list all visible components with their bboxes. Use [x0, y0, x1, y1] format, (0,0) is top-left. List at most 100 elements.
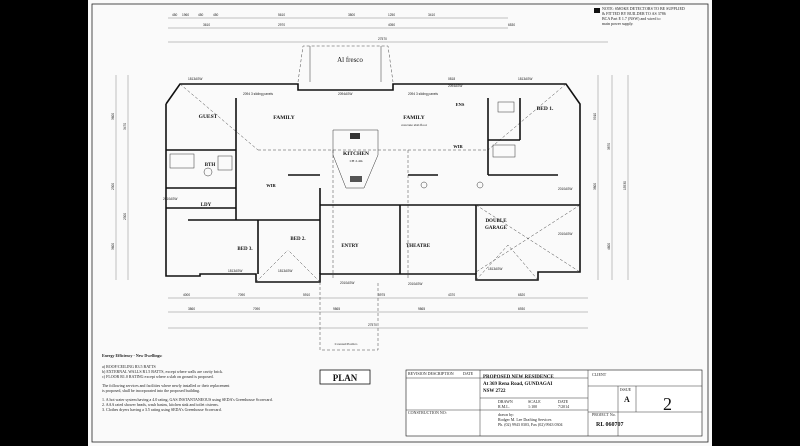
svg-text:15530: 15530: [623, 181, 627, 190]
svg-text:27570: 27570: [368, 323, 377, 327]
svg-text:3410: 3410: [428, 13, 435, 17]
svg-text:SCALE: SCALE: [528, 399, 541, 404]
svg-text:2010ASW: 2010ASW: [558, 232, 572, 236]
svg-text:7/2014: 7/2014: [558, 404, 569, 409]
svg-text:450: 450: [198, 13, 204, 17]
svg-text:1. A hot water system having a: 1. A hot water system having a 4.0 ratin…: [102, 397, 273, 403]
svg-text:The following services and fac: The following services and facilities wh…: [102, 383, 230, 388]
floor-plan-drawing: NOTE: SMOKE DETECTORS TO BE SUPPLIED & F…: [91, 3, 709, 443]
room-kitchen: KITCHEN: [343, 151, 369, 157]
svg-text:is proposed, shall be incorpor: is proposed, shall be incorporated into …: [102, 388, 200, 394]
room-ldy: LDY: [201, 203, 212, 208]
plan-label-box: PLAN: [319, 369, 371, 385]
svg-text:At 369 Rena Road, GUNDAGAI: At 369 Rena Road, GUNDAGAI: [483, 382, 552, 387]
svg-text:3470: 3470: [123, 123, 127, 130]
svg-text:1813ASW: 1813ASW: [518, 77, 532, 81]
svg-text:1813ASW: 1813ASW: [188, 77, 202, 81]
svg-text:3600: 3600: [111, 113, 115, 120]
bath-fixtures: [169, 101, 516, 189]
drawing-sheet: NOTE: SMOKE DETECTORS TO BE SUPPLIED & F…: [88, 0, 712, 446]
house-outline: [165, 83, 581, 283]
svg-text:main power supply.: main power supply.: [602, 21, 633, 26]
top-dimensions: 450 1960 450 450 5610 3800 1250 3410 361…: [168, 13, 608, 43]
svg-text:5910: 5910: [593, 113, 597, 120]
svg-text:concrete slab floor: concrete slab floor: [401, 123, 428, 127]
room-labels: GUEST FAMILY FAMILY concrete slab floor …: [199, 102, 554, 346]
svg-text:3610: 3610: [203, 23, 210, 27]
svg-text:0818: 0818: [448, 77, 455, 81]
svg-text:3870: 3870: [607, 143, 611, 150]
svg-text:PLAN: PLAN: [333, 373, 358, 383]
svg-text:a) ROOF/CEILING R3.5 BATTS: a) ROOF/CEILING R3.5 BATTS: [102, 364, 156, 369]
svg-text:27570: 27570: [378, 37, 387, 41]
svg-text:9865: 9865: [333, 307, 340, 311]
svg-text:9865: 9865: [418, 307, 425, 311]
svg-text:NSW 2722: NSW 2722: [483, 389, 506, 394]
svg-text:2094ASW: 2094ASW: [448, 84, 462, 88]
svg-text:BCA Part E 1.7 (NSW) and wired: BCA Part E 1.7 (NSW) and wired to: [602, 16, 660, 21]
svg-text:2094ASW: 2094ASW: [338, 92, 352, 96]
svg-text:6530: 6530: [508, 23, 515, 27]
svg-text:5610: 5610: [278, 13, 285, 17]
smoke-detector-note: NOTE: SMOKE DETECTORS TO BE SUPPLIED & F…: [594, 6, 685, 26]
alfresco-area: Al fresco: [297, 45, 394, 83]
svg-text:2300: 2300: [123, 213, 127, 220]
left-dimensions: 3600 3470 2300 2300 3600: [111, 75, 129, 280]
svg-text:RL 060707: RL 060707: [596, 422, 624, 428]
svg-text:Ph. (02) 9943 0303, Fax (02) 9: Ph. (02) 9943 0303, Fax (02) 9943 0304: [498, 422, 563, 428]
svg-text:DATE: DATE: [463, 371, 474, 376]
svg-text:2010ASW: 2010ASW: [163, 197, 177, 201]
svg-text:PROPOSED NEW RESIDENCE: PROPOSED NEW RESIDENCE: [483, 375, 554, 380]
svg-text:7090: 7090: [253, 307, 260, 311]
svg-text:2094 3 sliding panels: 2094 3 sliding panels: [408, 92, 438, 96]
svg-text:3800: 3800: [593, 183, 597, 190]
svg-text:R.M.L.: R.M.L.: [498, 404, 510, 409]
svg-text:3600: 3600: [111, 243, 115, 250]
svg-text:450: 450: [213, 13, 219, 17]
svg-text:5910: 5910: [303, 293, 310, 297]
svg-text:drawn by:: drawn by:: [498, 412, 514, 417]
svg-text:1960: 1960: [182, 13, 189, 17]
svg-text:PROJECT No.: PROJECT No.: [592, 412, 616, 417]
title-block: REVISION DESCRIPTION DATE CLIENT PROPOSE…: [405, 369, 703, 437]
svg-text:2300: 2300: [111, 183, 115, 190]
room-family-1: FAMILY: [273, 115, 294, 121]
svg-text:1813ASW: 1813ASW: [278, 269, 292, 273]
svg-text:CH 2.4m: CH 2.4m: [350, 159, 363, 163]
room-bed-3: BED 3.: [237, 247, 253, 252]
room-ens: ENS: [456, 102, 465, 107]
svg-text:Rodger M. Lee Drafting Service: Rodger M. Lee Drafting Services: [498, 417, 552, 422]
right-dimensions: 5910 3800 3870 4600 15530: [593, 75, 629, 280]
svg-text:NOTE: SMOKE DETECTORS TO BE SU: NOTE: SMOKE DETECTORS TO BE SUPPLIED: [602, 6, 685, 11]
garage-structure: [475, 204, 581, 273]
svg-text:450: 450: [172, 13, 178, 17]
room-wir-2: WIR: [453, 144, 463, 149]
svg-text:CLIENT: CLIENT: [592, 372, 607, 377]
svg-text:2970: 2970: [278, 23, 285, 27]
svg-text:7090: 7090: [238, 293, 245, 297]
svg-text:CONSTRUCTION NO:: CONSTRUCTION NO:: [408, 410, 447, 415]
svg-text:3. Clothes dryers having a 3.5: 3. Clothes dryers having a 3.5 rating us…: [102, 407, 222, 412]
svg-text:6930: 6930: [518, 307, 525, 311]
room-bed-2: BED 2.: [290, 237, 306, 242]
room-guest: GUEST: [199, 114, 218, 120]
svg-text:1813ASW: 1813ASW: [228, 269, 242, 273]
svg-text:1813ASW: 1813ASW: [488, 267, 502, 271]
svg-text:2. AAA rated shower heads, was: 2. AAA rated shower heads, wash basins, …: [102, 402, 219, 408]
svg-text:3800: 3800: [348, 13, 355, 17]
svg-text:3860: 3860: [188, 307, 195, 311]
room-family-2: FAMILY: [403, 115, 424, 121]
svg-text:4050: 4050: [388, 23, 395, 27]
room-entry: ENTRY: [341, 244, 359, 249]
covered-portico: Covered Portico: [335, 342, 358, 346]
room-garage-2: GARAGE: [485, 226, 508, 231]
room-bed-1: BED 1.: [537, 106, 554, 112]
svg-text:Al fresco: Al fresco: [337, 56, 363, 64]
svg-text:2094 3 sliding panels: 2094 3 sliding panels: [243, 92, 273, 96]
svg-text:ISSUE: ISSUE: [620, 387, 632, 392]
opening-labels: 2094 3 sliding panels 2094 3 sliding pan…: [163, 77, 572, 286]
svg-text:DATE: DATE: [558, 399, 569, 404]
room-wir-1: WIR: [266, 183, 276, 188]
svg-text:4000: 4000: [183, 293, 190, 297]
svg-text:2010ASW: 2010ASW: [408, 282, 422, 286]
